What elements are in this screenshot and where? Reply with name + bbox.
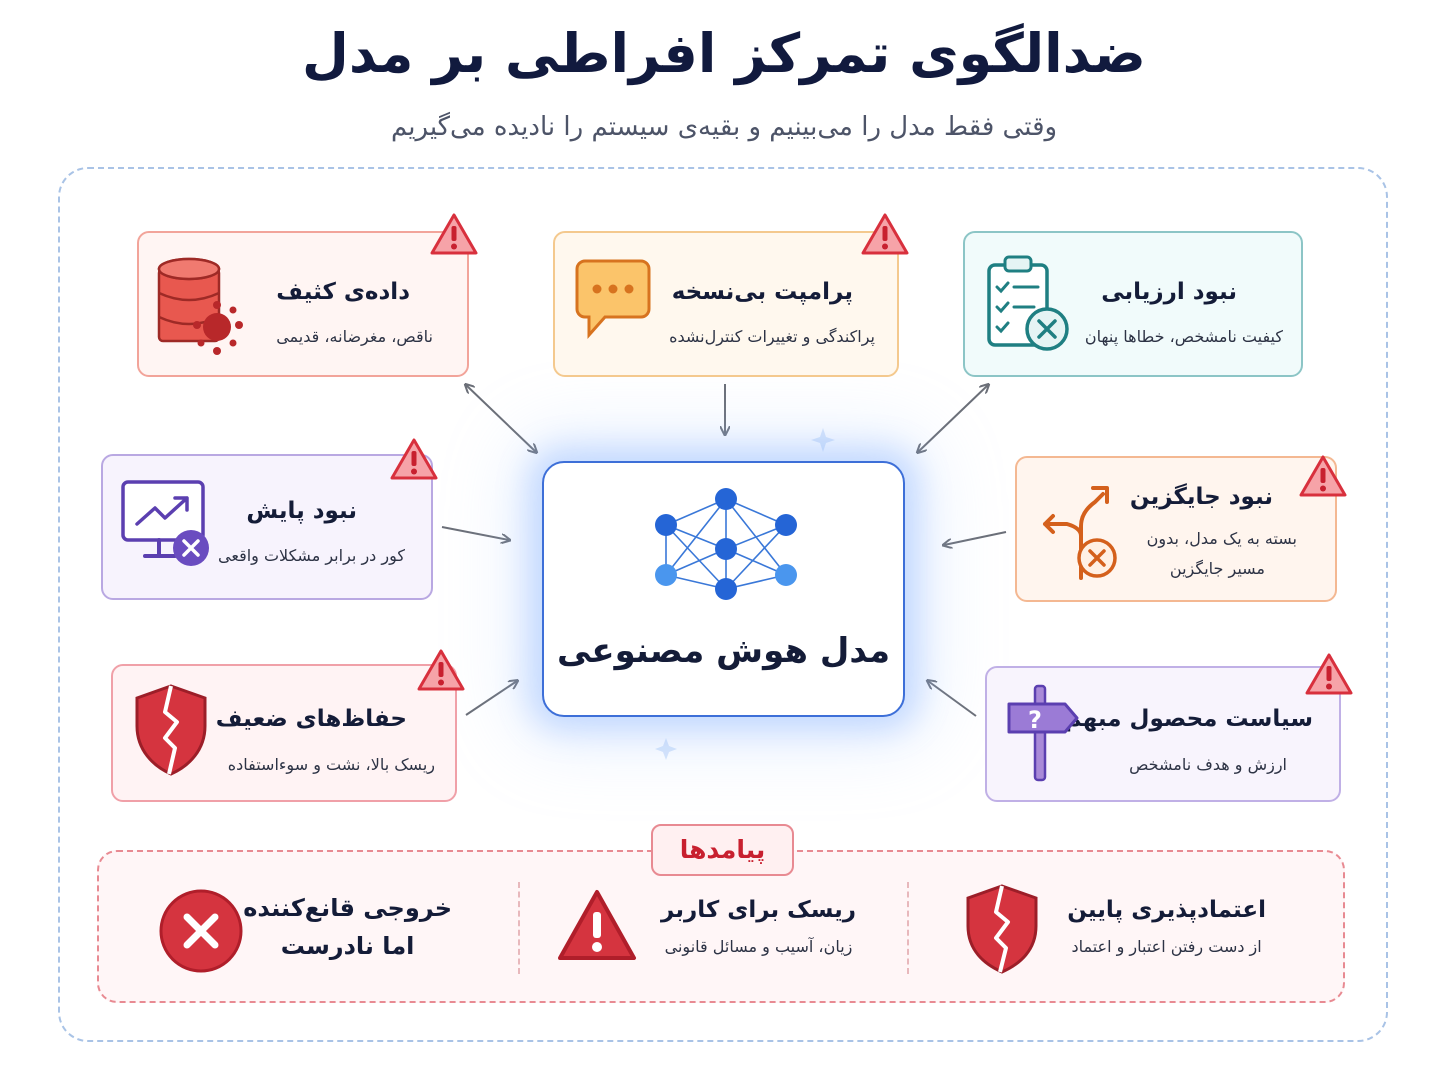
sparkle xyxy=(811,428,835,452)
card-no-fallback: نبود جایگزین بسته به یک مدل، بدون مسیر ج… xyxy=(1015,456,1337,602)
arrow-monitoring xyxy=(441,526,509,540)
consequence-title: اعتمادپذیری پایین xyxy=(1067,897,1266,923)
card-title: نبود ارزیابی xyxy=(1101,279,1237,305)
card-vague-policy: سیاست محصول مبهم ارزش و هدف نامشخص ? xyxy=(985,666,1341,802)
consequence-title: خروجی قانع‌کننده xyxy=(243,894,452,922)
card-no-monitoring: نبود پایش کور در برابر مشکلات واقعی xyxy=(101,454,433,600)
warning-triangle-icon xyxy=(390,438,438,480)
consequence-low-reliability: اعتمادپذیری پایین از دست رفتن اعتبار و ا… xyxy=(1067,897,1266,956)
neural-network-icon xyxy=(655,488,797,600)
card-desc: ناقص، مغرضانه، قدیمی xyxy=(276,327,433,346)
warning-triangle-icon xyxy=(417,649,465,691)
warning-triangle-icon xyxy=(861,213,909,255)
warning-triangle-icon xyxy=(430,213,478,255)
monitor-x-icon xyxy=(121,480,209,566)
card-desc: ریسک بالا، نشت و سوءاستفاده xyxy=(227,755,435,774)
sparkle xyxy=(655,738,677,760)
card-dirty-data: داده‌ی کثیف ناقص، مغرضانه، قدیمی xyxy=(137,231,469,377)
card-no-evaluation: نبود ارزیابی کیفیت نامشخص، خطاها پنهان xyxy=(963,231,1303,377)
warning-triangle-icon xyxy=(1299,455,1347,497)
consequence-title: اما نادرست xyxy=(280,932,415,960)
card-title: پرامپت بی‌نسخه xyxy=(671,279,853,305)
broken-shield-icon xyxy=(966,884,1038,974)
card-title: حفاظ‌های ضعیف xyxy=(215,706,407,732)
divider xyxy=(907,882,909,974)
chat-bubble-icon xyxy=(575,259,651,339)
clipboard-x-icon xyxy=(987,255,1069,351)
svg-text:?: ? xyxy=(1028,706,1042,734)
card-title: نبود جایگزین xyxy=(1129,484,1273,510)
card-desc: کور در برابر مشکلات واقعی xyxy=(218,546,405,565)
card-desc: بسته به یک مدل، بدون xyxy=(1146,529,1297,548)
warning-triangle-icon xyxy=(1305,653,1353,695)
card-weak-guardrails: حفاظ‌های ضعیف ریسک بالا، نشت و سوءاستفاد… xyxy=(111,664,457,802)
card-desc: ارزش و هدف نامشخص xyxy=(1129,755,1287,774)
arrow-policy xyxy=(928,681,977,717)
x-circle-icon xyxy=(159,889,243,973)
page-subtitle: وقتی فقط مدل را می‌بینیم و بقیه‌ی سیستم … xyxy=(390,112,1058,142)
arrow-fallback xyxy=(944,531,1007,545)
consequence-title: ریسک برای کاربر xyxy=(661,897,856,923)
card-title: نبود پایش xyxy=(246,498,357,524)
card-unversioned-prompt: پرامپت بی‌نسخه پراکندگی و تغییرات کنترل‌… xyxy=(553,231,899,377)
card-desc: پراکندگی و تغییرات کنترل‌نشده xyxy=(669,327,875,346)
warning-triangle-icon xyxy=(558,890,636,960)
arrow-guardrails xyxy=(465,681,517,716)
consequence-desc: از دست رفتن اعتبار و اعتماد xyxy=(1071,937,1262,956)
consequence-wrong-output: خروجی قانع‌کننده اما نادرست xyxy=(243,894,452,960)
card-title: سیاست محصول مبهم xyxy=(1064,706,1313,732)
card-desc: کیفیت نامشخص، خطاها پنهان xyxy=(1084,327,1283,346)
card-desc: مسیر جایگزین xyxy=(1169,559,1265,578)
ai-model-card: مدل هوش مصنوعی xyxy=(542,461,905,717)
divider xyxy=(518,882,520,974)
signpost-question-icon: ? xyxy=(1007,684,1079,782)
consequence-user-risk: ریسک برای کاربر زیان، آسیب و مسائل قانون… xyxy=(661,897,856,956)
broken-shield-icon xyxy=(135,684,207,776)
card-title: داده‌ی کثیف xyxy=(276,279,410,305)
consequence-desc: زیان، آسیب و مسائل قانونی xyxy=(664,937,853,956)
database-virus-icon xyxy=(157,257,243,355)
split-path-x-icon xyxy=(1043,486,1117,580)
arrow-evaluation xyxy=(918,385,988,452)
arrow-dirty-data xyxy=(466,385,536,452)
diagram-frame xyxy=(58,167,1388,1042)
ai-model-label: مدل هوش مصنوعی xyxy=(556,631,891,671)
page-title: ضدالگوی تمرکز افراطی بر مدل xyxy=(302,22,1146,85)
consequences-label: پیامدها xyxy=(651,824,794,876)
